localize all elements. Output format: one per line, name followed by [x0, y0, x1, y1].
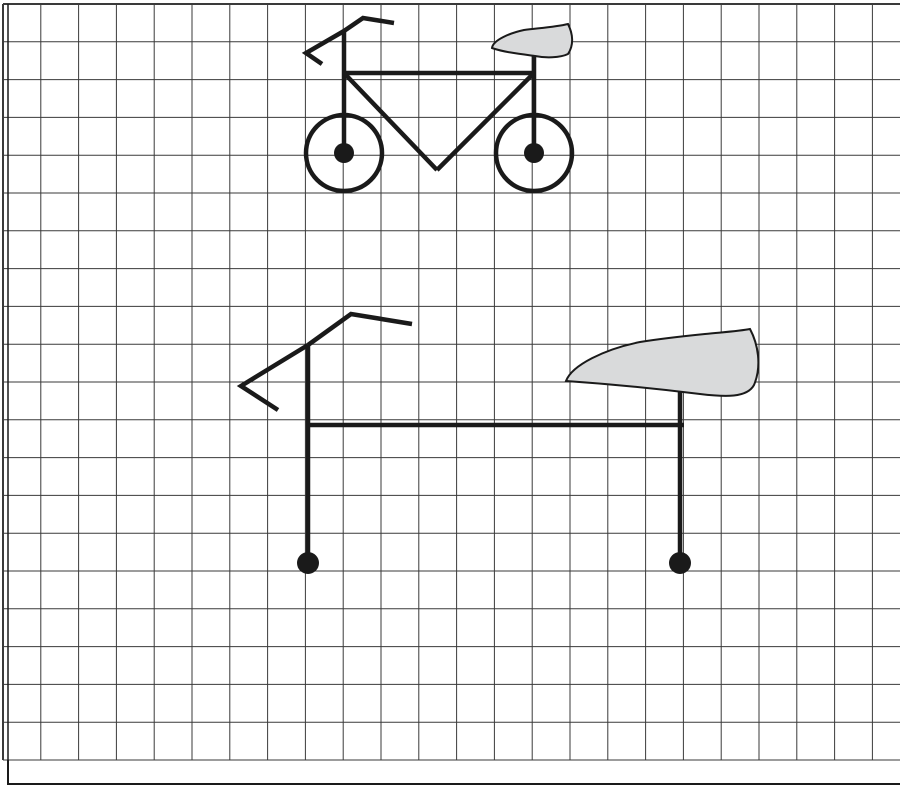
partial-bicycle [236, 311, 760, 574]
top-rear-wheel [493, 112, 575, 194]
bottom-front-hub [297, 552, 319, 574]
complete-bicycle [301, 15, 575, 194]
graph-paper-grid [2, 3, 900, 785]
bottom-handlebar [236, 343, 310, 412]
top-down-tube [342, 71, 439, 172]
top-front-hub [334, 143, 354, 163]
top-seat-tube [435, 71, 536, 172]
top-rear-hub [524, 143, 544, 163]
page-frame [7, 760, 900, 785]
top-handlebar [301, 29, 346, 66]
bottom-handlebar-grip [306, 311, 413, 347]
bottom-rear-hub [669, 552, 691, 574]
bottom-seat [564, 327, 760, 397]
top-handlebar-grip [342, 15, 395, 33]
top-front-wheel [303, 112, 385, 194]
top-seat [490, 22, 574, 59]
